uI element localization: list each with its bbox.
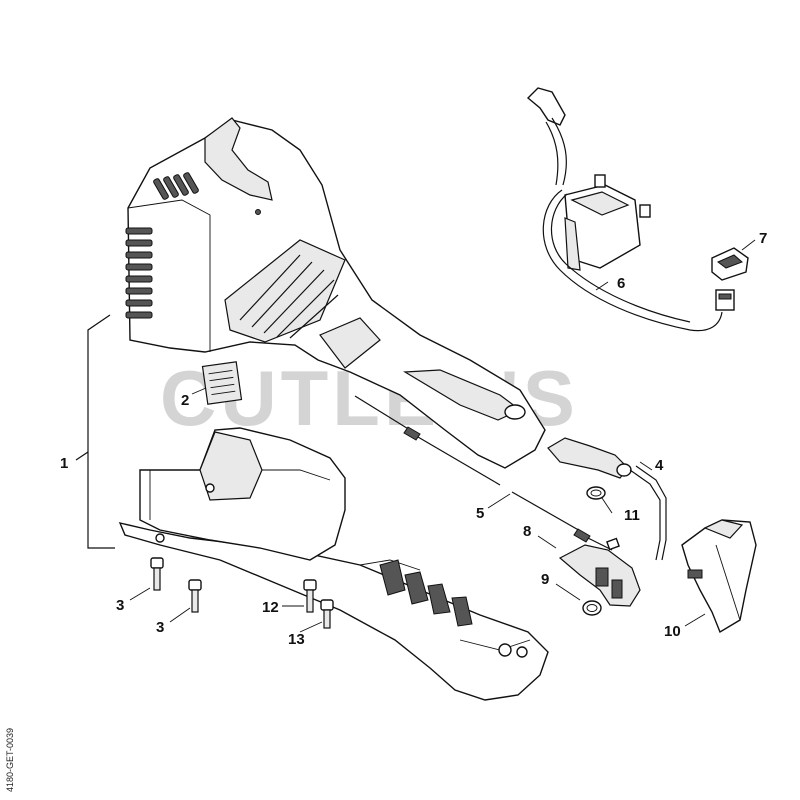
callout-5: 5 [476,505,484,522]
ignition-module [526,87,735,332]
callout-1: 1 [60,455,68,472]
drawing-code: 4180-GET-0039 [5,728,15,792]
callout-bracket-1 [87,314,115,549]
housing-base [118,427,549,701]
callout-11: 11 [624,507,640,524]
throttle-cable [354,395,613,551]
throttle-trigger [558,537,641,616]
fan-vents [224,239,346,343]
callout-10: 10 [664,623,681,640]
torsion-spring [586,486,606,500]
callout-13: 13 [288,631,305,648]
callout-6: 6 [617,275,625,292]
callout-9: 9 [541,571,549,588]
label-decal [201,361,243,405]
engine-housing-shell [125,117,546,469]
leader-lines [129,239,756,633]
callout-12: 12 [262,599,279,616]
screw-13 [320,599,334,629]
callout-4: 4 [655,457,664,474]
handle-cover [681,519,757,634]
side-grille [125,227,153,319]
callout-7: 7 [759,230,767,247]
lockout-lever [547,437,667,561]
callout-2: 2 [181,392,189,409]
callout-3b: 3 [156,619,164,636]
stop-switch [711,247,749,281]
callout-3a: 3 [116,597,124,614]
callout-8: 8 [523,523,531,540]
screw-12 [303,579,317,613]
screw-3a [150,557,164,591]
screw-3b [188,579,202,613]
top-grille [153,172,199,200]
